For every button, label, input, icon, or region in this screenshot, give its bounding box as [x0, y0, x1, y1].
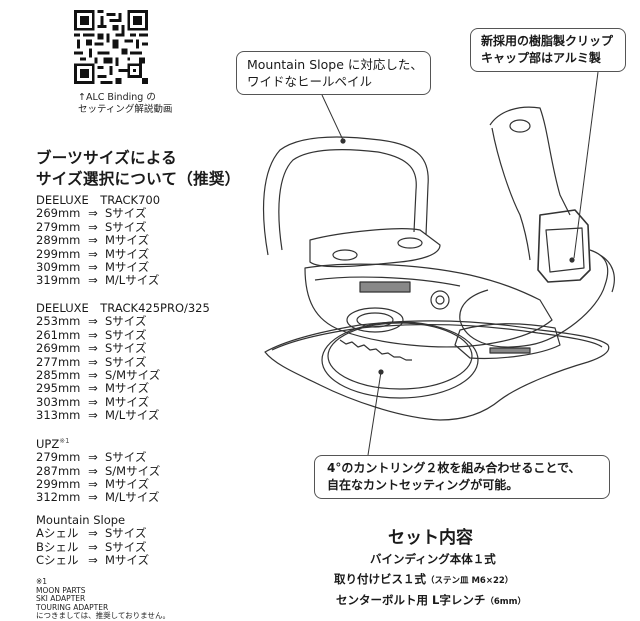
arrow-icon: ⇒ — [88, 314, 98, 329]
size-row: 313mm⇒M/Lサイズ — [36, 408, 160, 423]
arrow-icon: ⇒ — [88, 477, 98, 492]
section-title: DEELUXE TRACK700 — [36, 193, 161, 207]
footnote-line: につきましては、推奨しておりません。 — [36, 611, 170, 621]
arrow-icon: ⇒ — [88, 260, 98, 275]
arrow-icon: ⇒ — [88, 206, 98, 221]
arrow-icon: ⇒ — [88, 233, 98, 248]
size-row: 285mm⇒S/Mサイズ — [36, 368, 161, 383]
size-row: Bシェル⇒Sサイズ — [36, 539, 147, 554]
arrow-icon: ⇒ — [88, 463, 98, 478]
callout-line: 4°のカントリング２枚を組み合わせることで、 — [327, 461, 581, 475]
size-row: 253mm⇒Sサイズ — [36, 314, 147, 329]
size-section-track700: DEELUXE TRACK700 269mm⇒Sサイズ 279mm⇒Sサイズ 2… — [36, 193, 161, 288]
size-row: 289mm⇒Mサイズ — [36, 233, 150, 248]
arrow-icon: ⇒ — [88, 219, 98, 234]
size-row: 303mm⇒Mサイズ — [36, 394, 150, 409]
qr-code[interactable] — [74, 8, 148, 86]
heading-line2: サイズ選択について（推奨） — [36, 170, 241, 188]
size-row: 299mm⇒Mサイズ — [36, 477, 150, 492]
arrow-icon: ⇒ — [88, 394, 98, 409]
footnote-line: TOURING ADAPTER — [36, 602, 109, 612]
callout-clip: 新採用の樹脂製クリップ キャップ部はアルミ製 — [470, 28, 626, 72]
size-row: 309mm⇒Mサイズ — [36, 260, 150, 275]
callout-line: キャップ部はアルミ製 — [481, 51, 601, 65]
arrow-icon: ⇒ — [88, 354, 98, 369]
size-row: 269mm⇒Sサイズ — [36, 206, 147, 221]
size-guide-heading: ブーツサイズによる サイズ選択について（推奨） — [36, 148, 240, 190]
size-row: 277mm⇒Sサイズ — [36, 354, 147, 369]
qr-caption: ↑ALC Binding の セッティング解説動画 — [78, 92, 172, 116]
callout-heel-cup: Mountain Slope に対応した、 ワイドなヒールペイル — [236, 51, 431, 95]
size-section-mountain-slope: Mountain Slope Aシェル⇒Sサイズ Bシェル⇒Sサイズ Cシェル⇒… — [36, 513, 150, 568]
qr-caption-line1: ↑ALC Binding の — [78, 92, 156, 103]
arrow-icon: ⇒ — [88, 490, 98, 505]
footnote-line: SKI ADAPTER — [36, 594, 86, 604]
footnote-line: MOON PARTS — [36, 585, 86, 595]
arrow-icon: ⇒ — [88, 553, 98, 568]
arrow-icon: ⇒ — [88, 341, 98, 356]
section-title: UPZ※1 — [36, 436, 70, 451]
arrow-icon: ⇒ — [88, 246, 98, 261]
arrow-icon: ⇒ — [88, 526, 98, 541]
set-contents-title: セット内容 — [388, 528, 473, 548]
size-row: 261mm⇒Sサイズ — [36, 327, 147, 342]
size-section-track425: DEELUXE TRACK425PRO/325 253mm⇒Sサイズ 261mm… — [36, 301, 210, 423]
arrow-icon: ⇒ — [88, 450, 98, 465]
set-item-screws: 取り付けビス１式（ステン皿 M6×22） — [334, 572, 514, 586]
arrow-icon: ⇒ — [88, 539, 98, 554]
size-row: 319mm⇒M/Lサイズ — [36, 273, 160, 288]
footnote-mark: ※1 — [59, 437, 70, 445]
callout-line: ワイドなヒールペイル — [247, 74, 373, 89]
size-row: 269mm⇒Sサイズ — [36, 341, 147, 356]
qr-caption-line2: セッティング解説動画 — [78, 104, 173, 115]
size-row: 299mm⇒Mサイズ — [36, 246, 150, 261]
callout-line: 自在なカントセッティングが可能。 — [327, 478, 519, 492]
set-item-wrench: センターボルト用 L字レンチ（6mm） — [336, 593, 526, 607]
size-row: Aシェル⇒Sサイズ — [36, 526, 147, 541]
set-item-binding: バインディング本体１式 — [370, 552, 496, 566]
size-row: Cシェル⇒Mサイズ — [36, 553, 150, 568]
callout-line: 新採用の樹脂製クリップ — [481, 34, 614, 48]
arrow-icon: ⇒ — [88, 408, 98, 423]
footnote-mark: ※1 — [36, 577, 48, 586]
size-row: 279mm⇒Sサイズ — [36, 219, 147, 234]
footnote: ※1 MOON PARTS SKI ADAPTER TOURING ADAPTE… — [36, 577, 170, 621]
section-title: DEELUXE TRACK425PRO/325 — [36, 301, 210, 315]
heading-line1: ブーツサイズによる — [36, 149, 177, 167]
size-row: 287mm⇒S/Mサイズ — [36, 463, 161, 478]
size-row: 295mm⇒Mサイズ — [36, 381, 150, 396]
size-row: 279mm⇒Sサイズ — [36, 450, 147, 465]
arrow-icon: ⇒ — [88, 381, 98, 396]
arrow-icon: ⇒ — [88, 273, 98, 288]
callout-line: Mountain Slope に対応した、 — [247, 57, 423, 72]
size-section-upz: UPZ※1 279mm⇒Sサイズ 287mm⇒S/Mサイズ 299mm⇒Mサイズ… — [36, 435, 160, 505]
size-row: 312mm⇒M/Lサイズ — [36, 490, 160, 505]
callout-cant-ring: 4°のカントリング２枚を組み合わせることで、 自在なカントセッティングが可能。 — [314, 455, 610, 499]
arrow-icon: ⇒ — [88, 368, 98, 383]
arrow-icon: ⇒ — [88, 327, 98, 342]
section-title: Mountain Slope — [36, 513, 126, 527]
